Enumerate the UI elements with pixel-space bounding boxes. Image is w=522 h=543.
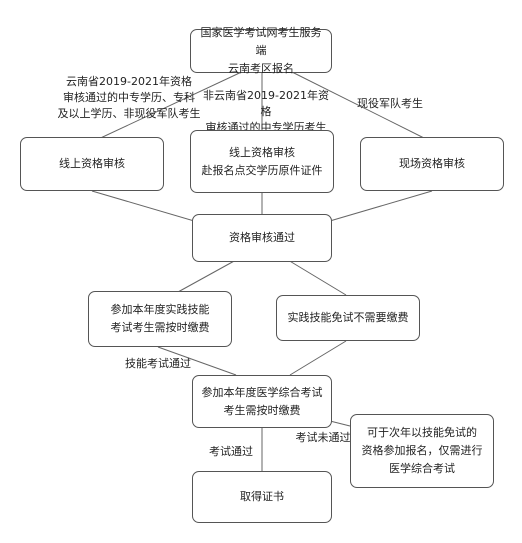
- connector-passed-to-skill-exempt: [287, 259, 347, 296]
- edge-label-exam-passed: 考试通过: [209, 445, 253, 458]
- connector-skill-exam-to-comprehensive: [157, 346, 237, 376]
- review-passed-node: 资格审核通过: [192, 214, 332, 262]
- edge-label-non-yunnan: 非云南省2019-2021年资格 审核通过的中专学历考生: [203, 89, 329, 134]
- onsite-review-node: 现场资格审核: [360, 137, 504, 191]
- connector-root-to-online-review: [91, 68, 249, 143]
- skill-exam-node: 参加本年度实践技能 考试考生需按时缴费: [88, 291, 232, 347]
- edge-label-military: 现役军队考生: [357, 97, 423, 110]
- next-year-node: 可于次年以技能免试的 资格参加报名，仅需进行 医学综合考试: [350, 414, 494, 488]
- connector-passed-to-skill-exam: [177, 259, 237, 293]
- edge-label-exam-failed: 考试未通过: [295, 431, 351, 444]
- root-node: 国家医学考试网考生服务端 云南考区报名: [190, 26, 332, 75]
- online-review-node: 线上资格审核: [20, 137, 164, 191]
- connector-skill-exempt-to-comprehensive: [289, 340, 347, 376]
- comprehensive-exam-node: 参加本年度医学综合考试 考生需按时缴费: [192, 375, 332, 428]
- edge-label-yunnan: 云南省2019-2021年资格 审核通过的中专学历、专科 及以上学历、非现役军队…: [57, 75, 201, 120]
- connector-root-to-onsite-review: [285, 68, 433, 143]
- edge-label-skill-passed: 技能考试通过: [125, 357, 191, 370]
- skill-exempt-node: 实践技能免试不需要缴费: [276, 295, 420, 341]
- online-review-submit-node: 线上资格审核 赴报名点交学历原件证件: [190, 130, 334, 193]
- certificate-node: 取得证书: [192, 471, 332, 523]
